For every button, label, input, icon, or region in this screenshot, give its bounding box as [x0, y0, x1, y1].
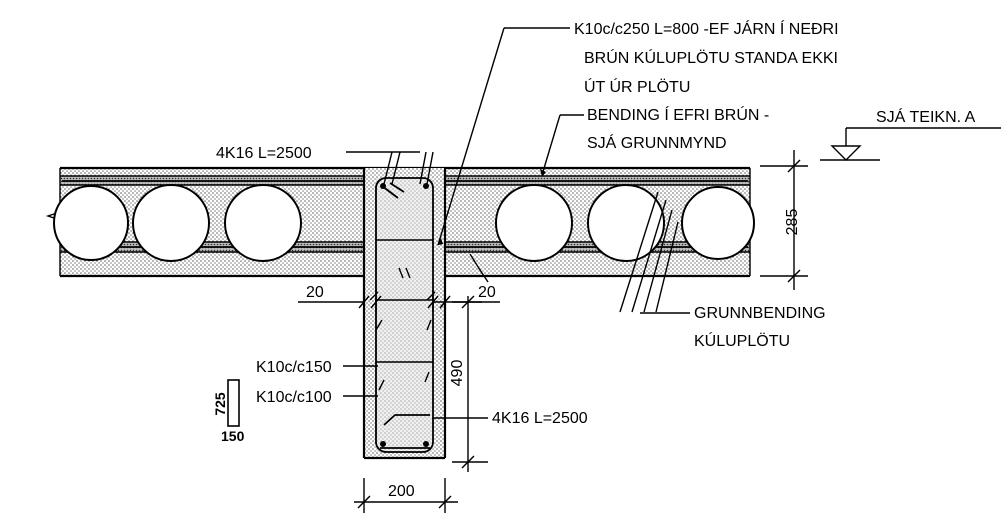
- void-ball: [495, 184, 573, 262]
- cover-left-value: 20: [306, 284, 324, 301]
- slab-thickness-value: 285: [784, 209, 801, 236]
- level-reference: SJÁ TEIKN. A: [820, 107, 1001, 161]
- annotation-top-rebar: 4K16 L=2500: [216, 145, 434, 185]
- stirrup-150-label: K10c/c150: [256, 359, 332, 376]
- annotation-ground-bending: GRUNNBENDING KÚLUPLÖTU: [469, 191, 826, 350]
- annotation-bottom-rebar: 4K16 L=2500: [432, 410, 588, 427]
- beam-width-value: 200: [388, 483, 415, 500]
- beam-depth-value: 490: [449, 360, 466, 387]
- dimension-slab-thickness: 285: [760, 150, 808, 290]
- top-bar-note-line2: BRÚN KÚLUPLÖTU STANDA EKKI: [584, 48, 838, 67]
- ground-bending-line1: GRUNNBENDING: [694, 305, 826, 322]
- stirrup-height-value: 725: [212, 392, 228, 416]
- void-ball: [587, 184, 665, 262]
- bending-note-line2: SJÁ GRUNNMYND: [587, 133, 727, 152]
- beam: [362, 168, 447, 460]
- bottom-rebar-label: 4K16 L=2500: [492, 410, 588, 427]
- dimension-beam-depth: 490: [449, 295, 488, 472]
- top-bar-note-line1: K10c/c250 L=800 -EF JÁRN Í NEÐRI: [574, 19, 839, 38]
- bending-note-line1: BENDING Í EFRI BRÚN -: [587, 105, 769, 124]
- dimension-beam-width: 200: [354, 478, 458, 513]
- void-ball: [224, 184, 302, 262]
- annotation-top-bar: K10c/c250 L=800 -EF JÁRN Í NEÐRI BRÚN KÚ…: [437, 19, 839, 246]
- annotation-bending: BENDING Í EFRI BRÚN - SJÁ GRUNNMYND: [540, 105, 769, 177]
- void-ball: [53, 185, 129, 261]
- cover-right-value: 20: [478, 284, 496, 301]
- annotation-stirrups: K10c/c150 K10c/c100 725 150: [212, 359, 378, 444]
- top-bar-note-line3: ÚT ÚR PLÖTU: [584, 77, 690, 96]
- void-ball: [681, 186, 755, 260]
- ground-bending-line2: KÚLUPLÖTU: [694, 331, 790, 350]
- top-rebar-label: 4K16 L=2500: [216, 145, 312, 162]
- void-ball: [132, 184, 210, 262]
- level-reference-text: SJÁ TEIKN. A: [876, 107, 976, 126]
- slab-voids: [53, 184, 755, 262]
- stirrup-shape-icon: [227, 379, 240, 427]
- stirrup-width-value: 150: [221, 428, 245, 444]
- stirrup-100-label: K10c/c100: [256, 389, 332, 406]
